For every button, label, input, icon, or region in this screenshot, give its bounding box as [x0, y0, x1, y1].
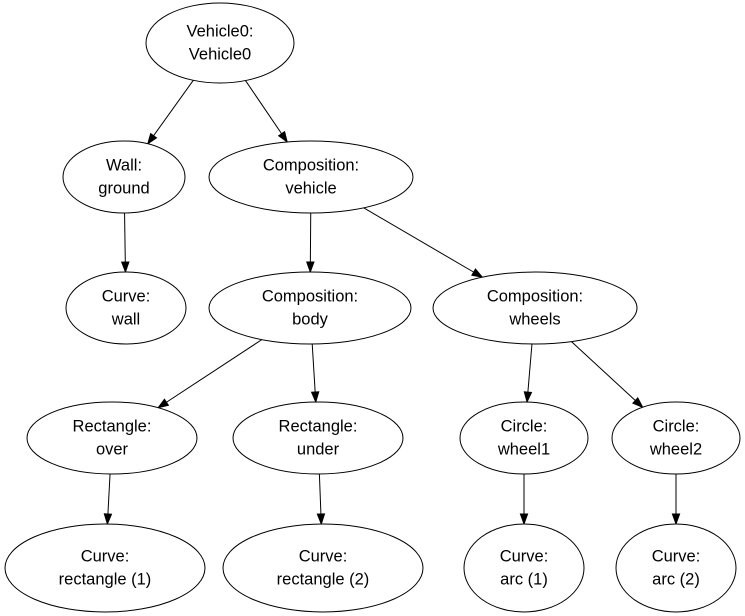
- graph-edge: [310, 343, 320, 404]
- edge-arrowhead-e10: [103, 513, 113, 526]
- graph-edge: [120, 212, 130, 274]
- node-shape-rectangle_over[interactable]: [26, 401, 198, 475]
- graph-node-rectangle_over[interactable]: Rectangle: over: [26, 401, 198, 475]
- graph-node-curve_rectangle_1[interactable]: Curve: rectangle (1): [4, 523, 206, 613]
- graph-node-circle_wheel2[interactable]: Circle: wheel2: [611, 401, 741, 475]
- edge-line-e5: [363, 207, 474, 273]
- node-label-line2-curve_rectangle_2: rectangle (2): [277, 570, 370, 588]
- node-label-line1-curve_arc_1: Curve:: [500, 547, 549, 565]
- edge-line-e10: [107, 473, 111, 515]
- node-label-line1-circle_wheel2: Circle:: [653, 417, 700, 435]
- graph-node-curve_arc_1[interactable]: Curve: arc (1): [463, 523, 585, 613]
- graph-node-curve_arc_2[interactable]: Curve: arc (2): [615, 523, 737, 613]
- node-shape-curve_rectangle_2[interactable]: [222, 523, 424, 613]
- edge-arrowhead-e12: [519, 513, 529, 526]
- graph-edge: [316, 473, 326, 526]
- node-label-line2-circle_wheel1: wheel1: [497, 440, 550, 458]
- graph-edge: [245, 80, 289, 144]
- node-label-line2-circle_wheel2: wheel2: [649, 440, 702, 458]
- node-shape-wall_ground[interactable]: [62, 140, 186, 214]
- node-shape-curve_wall[interactable]: [65, 271, 187, 345]
- node-label-line1-vehicle0: Vehicle0:: [187, 22, 254, 40]
- edge-arrowhead-e4: [306, 261, 315, 274]
- node-label-line2-curve_arc_2: arc (2): [652, 570, 700, 588]
- node-shape-curve_rectangle_1[interactable]: [4, 523, 206, 613]
- node-shape-composition_vehicle[interactable]: [208, 140, 414, 214]
- graph-node-wall_ground[interactable]: Wall: ground: [62, 140, 186, 214]
- node-label-line1-curve_rectangle_2: Curve:: [299, 547, 348, 565]
- node-label-line2-composition_body: body: [292, 310, 329, 328]
- edge-line-e7: [311, 343, 316, 393]
- edge-arrowhead-e11: [316, 513, 326, 526]
- node-shape-vehicle0[interactable]: [145, 2, 295, 84]
- node-label-line1-curve_wall: Curve:: [102, 287, 151, 305]
- graph-edge: [306, 212, 315, 274]
- node-label-line1-curve_rectangle_1: Curve:: [81, 547, 130, 565]
- edge-line-e2: [245, 80, 283, 135]
- edge-arrowhead-e7: [310, 391, 320, 404]
- graph-edge: [671, 474, 681, 526]
- graph-node-composition_vehicle[interactable]: Composition: vehicle: [208, 140, 414, 214]
- edge-line-e8: [527, 343, 533, 393]
- node-label-line2-rectangle_under: under: [297, 440, 340, 458]
- graph-edge: [156, 339, 263, 409]
- node-label-line1-circle_wheel1: Circle:: [501, 417, 548, 435]
- node-label-line2-composition_wheels: wheels: [508, 310, 560, 328]
- node-label-line2-curve_rectangle_1: rectangle (1): [59, 570, 152, 588]
- node-label-line1-wall_ground: Wall:: [106, 156, 142, 174]
- node-label-line1-composition_wheels: Composition:: [487, 287, 583, 305]
- nodes-layer: Vehicle0:Vehicle0Wall:groundComposition:…: [4, 2, 741, 613]
- edge-arrowhead-e13: [671, 513, 681, 526]
- node-label-line1-curve_arc_2: Curve:: [652, 547, 701, 565]
- node-label-line2-rectangle_over: over: [96, 440, 129, 458]
- node-shape-circle_wheel1[interactable]: [459, 401, 589, 475]
- node-shape-curve_arc_2[interactable]: [615, 523, 737, 613]
- edge-line-e9: [571, 341, 636, 401]
- node-label-line2-wall_ground: ground: [98, 179, 149, 197]
- graph-node-rectangle_under[interactable]: Rectangle: under: [232, 401, 404, 475]
- graph-edge: [519, 474, 529, 526]
- edges-layer: [103, 80, 681, 526]
- edge-line-e1: [153, 80, 194, 137]
- graph-edge: [146, 80, 194, 146]
- node-label-line1-composition_body: Composition:: [262, 287, 358, 305]
- node-label-line2-vehicle0: Vehicle0: [189, 45, 251, 63]
- graph-node-curve_wall[interactable]: Curve: wall: [65, 271, 187, 345]
- node-label-line2-composition_vehicle: vehicle: [285, 179, 336, 197]
- edge-arrowhead-e8: [523, 391, 533, 404]
- graph-edge: [103, 473, 113, 526]
- edge-arrowhead-e9: [632, 396, 644, 409]
- node-shape-composition_body[interactable]: [208, 271, 412, 345]
- edge-arrowhead-e5: [471, 268, 484, 278]
- graph-edge: [571, 341, 644, 409]
- graph-node-vehicle0[interactable]: Vehicle0: Vehicle0: [145, 2, 295, 84]
- node-label-line2-curve_wall: wall: [111, 310, 140, 328]
- edge-arrowhead-e1: [146, 132, 158, 146]
- graph-edge: [363, 207, 484, 278]
- edge-arrowhead-e6: [156, 398, 170, 409]
- graph-edge: [523, 343, 533, 404]
- edge-line-e6: [166, 339, 263, 403]
- edge-line-e3: [124, 212, 126, 263]
- node-label-line2-curve_arc_1: arc (1): [500, 570, 548, 588]
- node-label-line1-composition_vehicle: Composition:: [263, 156, 359, 174]
- edge-line-e11: [318, 473, 322, 515]
- edge-arrowhead-e2: [277, 130, 289, 144]
- node-shape-rectangle_under[interactable]: [232, 401, 404, 475]
- graph-node-curve_rectangle_2[interactable]: Curve: rectangle (2): [222, 523, 424, 613]
- node-shape-curve_arc_1[interactable]: [463, 523, 585, 613]
- graph-node-composition_wheels[interactable]: Composition: wheels: [432, 271, 638, 345]
- node-label-line1-rectangle_over: Rectangle:: [73, 417, 152, 435]
- graph-node-circle_wheel1[interactable]: Circle: wheel1: [459, 401, 589, 475]
- node-shape-composition_wheels[interactable]: [432, 271, 638, 345]
- edge-arrowhead-e3: [120, 261, 130, 274]
- node-shape-circle_wheel2[interactable]: [611, 401, 741, 475]
- graph-node-composition_body[interactable]: Composition: body: [208, 271, 412, 345]
- node-label-line1-rectangle_under: Rectangle:: [279, 417, 358, 435]
